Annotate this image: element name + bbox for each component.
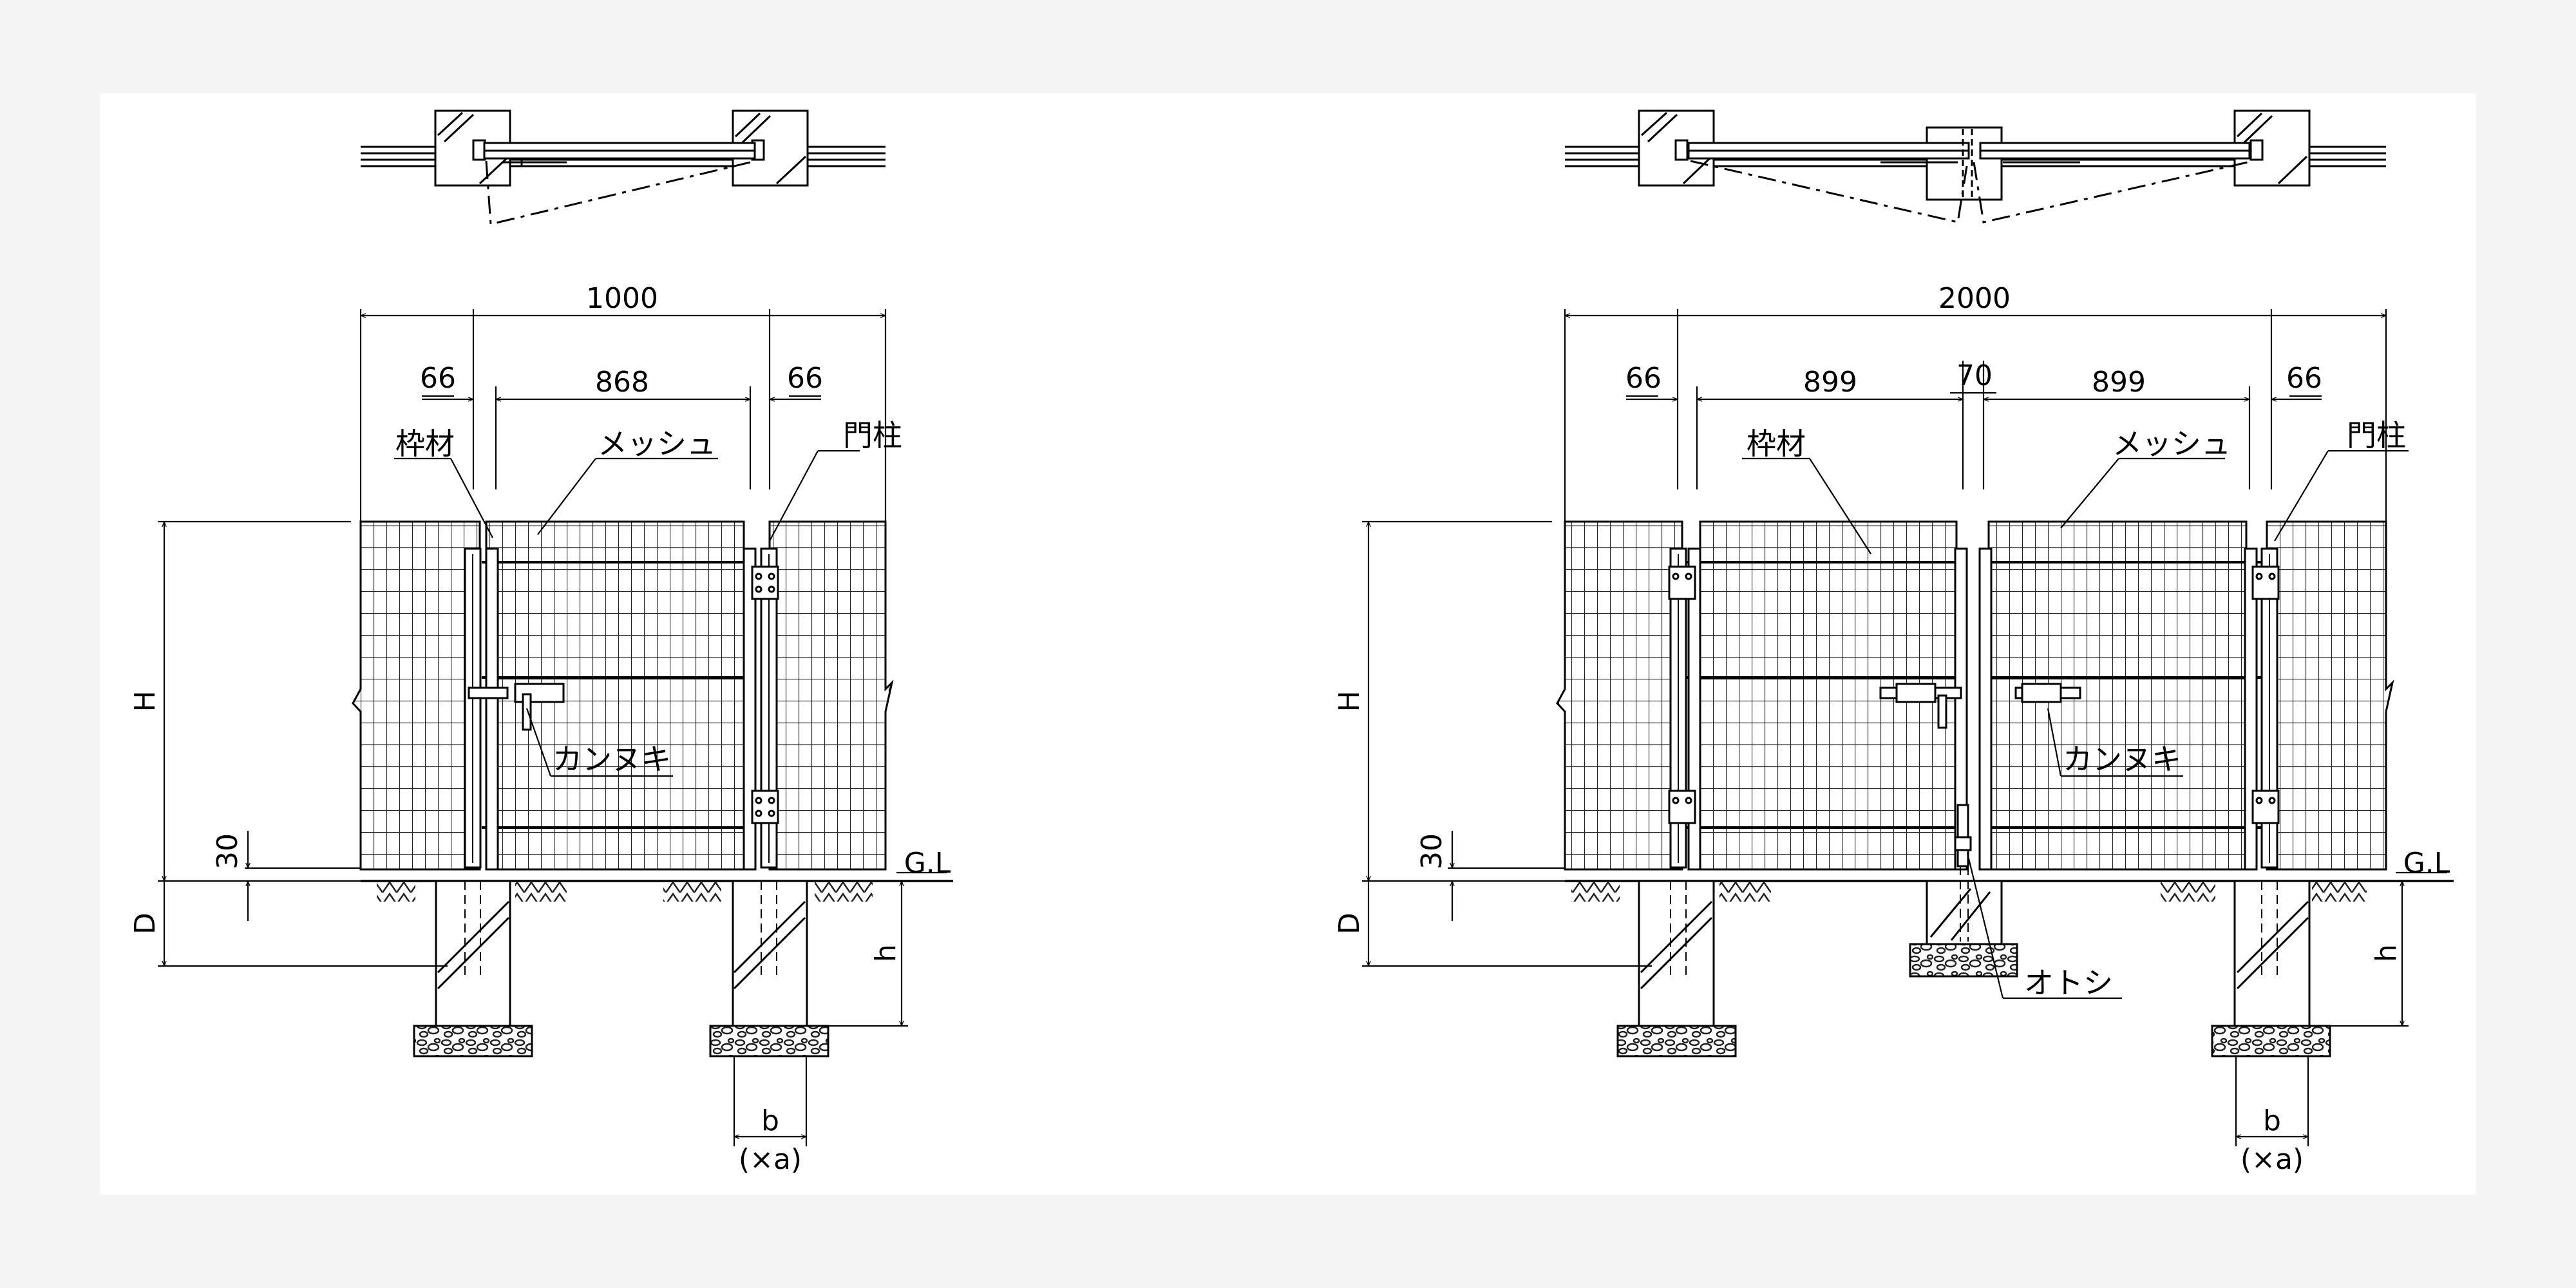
single-dimension-lines (359, 309, 887, 522)
single-overall-width: 1000 (586, 282, 658, 315)
single-height-label: H (129, 690, 162, 712)
double-gate-texts: 2000 66 899 70 899 66 枠材 メッシュ 門柱 カンヌキ オト… (1333, 282, 2450, 1176)
double-footing-width-label: b (2263, 1104, 2281, 1137)
double-leaf-left-width: 899 (1803, 366, 1857, 399)
single-elevation (352, 520, 894, 871)
single-mesh-label: メッシュ (598, 426, 716, 461)
single-ground-foundation (361, 880, 953, 1057)
single-post-left-width: 66 (420, 362, 456, 395)
double-center-gap: 70 (1956, 359, 1993, 392)
single-footing-width-label: b (761, 1104, 779, 1137)
double-elevation (1556, 520, 2394, 871)
double-post-left-width: 66 (1625, 362, 1662, 395)
double-post-right-width: 66 (2286, 362, 2322, 395)
single-leaders (394, 450, 947, 874)
single-ground-line-label: G.L (904, 847, 951, 880)
double-side-dimensions (1362, 520, 2409, 1146)
single-plan-view (361, 109, 886, 225)
single-gate-drawing (158, 109, 953, 1146)
double-leaf-right-width: 899 (2092, 366, 2146, 399)
double-mesh-label: メッシュ (2112, 426, 2231, 461)
double-bolt-label: カンヌキ (2063, 742, 2181, 777)
double-ground-line-label: G.L (2403, 847, 2450, 880)
single-frame-label: 枠材 (395, 426, 455, 461)
double-post-label: 門柱 (2347, 418, 2406, 453)
double-drop-bolt-label: オトシ (2024, 965, 2113, 1000)
double-dimension-lines (1564, 309, 2387, 522)
double-leaders (1742, 450, 2447, 999)
single-gate-texts: 1000 66 868 66 枠材 メッシュ 門柱 カンヌキ H 30 D h … (129, 282, 951, 1176)
double-overall-width: 2000 (1938, 282, 2011, 315)
double-depth-label: D (1333, 913, 1366, 934)
double-height-label: H (1333, 690, 1366, 712)
single-footing-height-label: h (869, 944, 902, 962)
drawing-sheet: 1000 66 868 66 枠材 メッシュ 門柱 カンヌキ H 30 D h … (100, 93, 2476, 1195)
double-ground-foundation (1565, 866, 2454, 1057)
single-side-dimensions (158, 520, 908, 1146)
double-frame-label: 枠材 (1747, 426, 1806, 461)
single-depth-label: D (129, 913, 162, 934)
fence-gate-drawing: 1000 66 868 66 枠材 メッシュ 門柱 カンヌキ H 30 D h … (129, 109, 2454, 1176)
single-leaf-width: 868 (595, 366, 649, 399)
single-clearance-label: 30 (211, 833, 244, 869)
single-post-label: 門柱 (843, 418, 902, 453)
double-clearance-label: 30 (1416, 833, 1448, 869)
double-footing-note: (×a) (2240, 1143, 2304, 1176)
double-plan-view (1565, 109, 2386, 223)
single-post-right-width: 66 (787, 362, 823, 395)
single-footing-note: (×a) (739, 1143, 802, 1176)
single-bolt-label: カンヌキ (553, 742, 671, 777)
double-footing-height-label: h (2370, 944, 2403, 962)
double-gate-drawing (1362, 109, 2454, 1146)
